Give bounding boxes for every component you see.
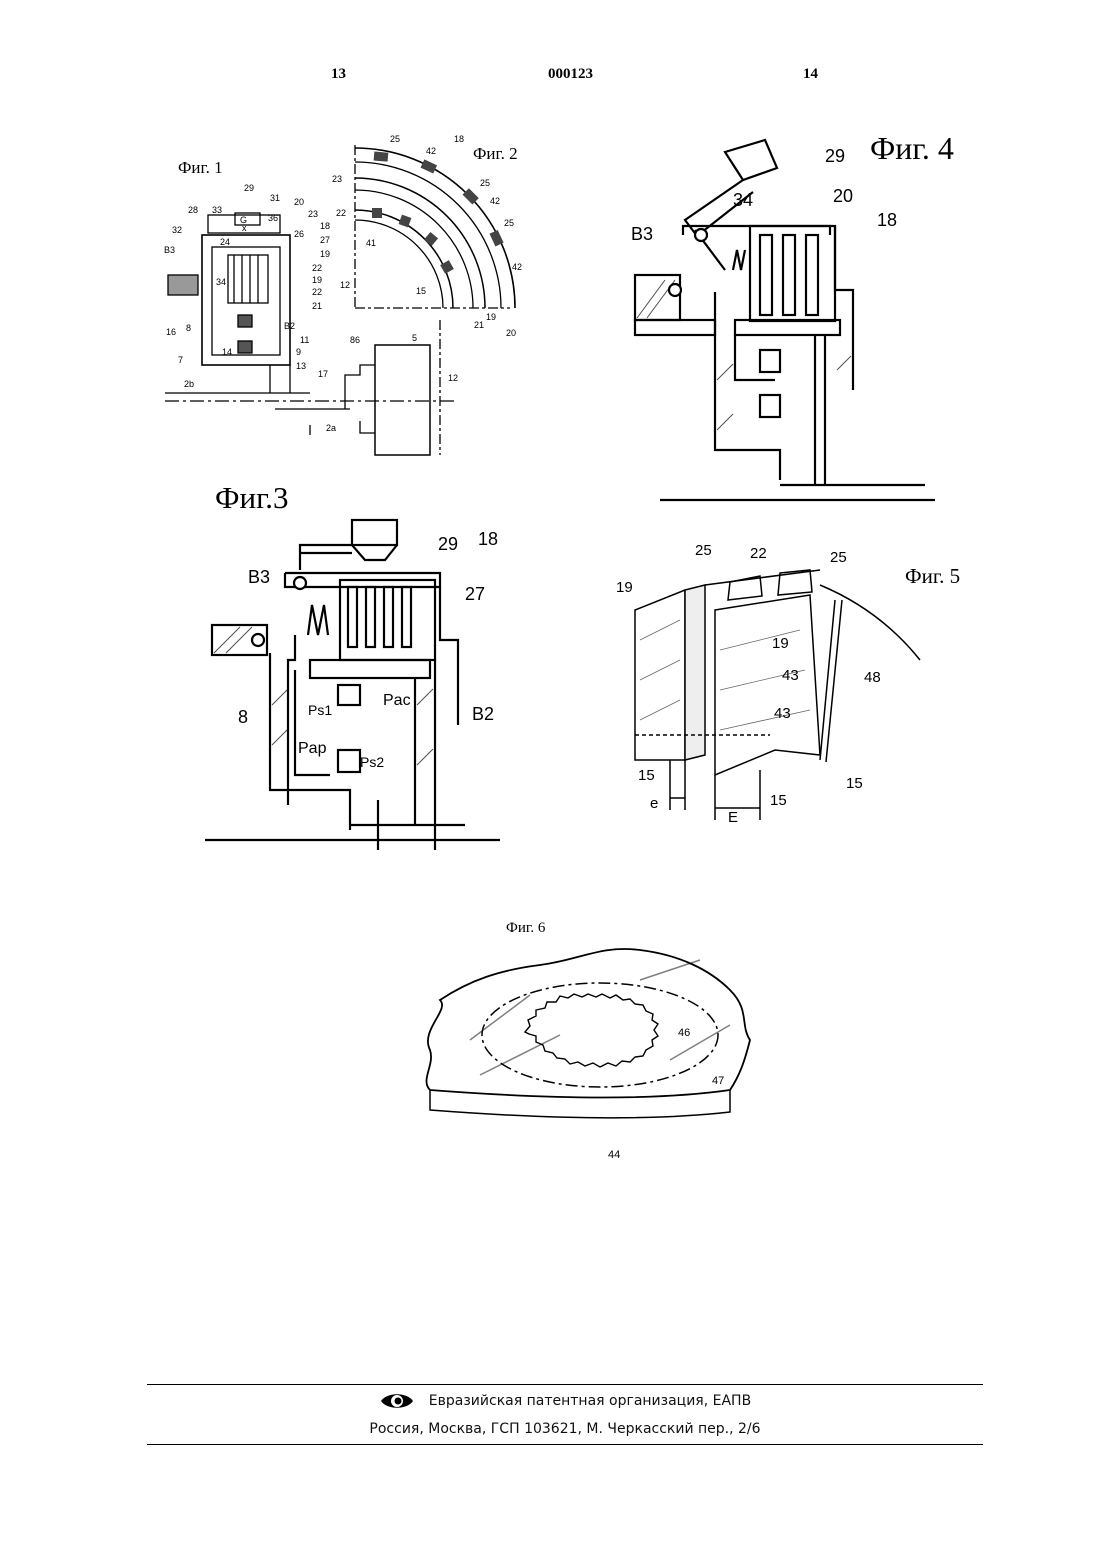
- fig2-label: 21: [474, 320, 484, 330]
- fig1-label: 26: [294, 229, 304, 239]
- fig1-label: 31: [270, 193, 280, 203]
- fig3-label: B3: [248, 567, 270, 587]
- fig1-label: 12: [448, 373, 458, 383]
- fig2-label: 25: [504, 218, 514, 228]
- fig3-drawing: 29 18 B3 27 8 Ps1 Pac B2 Pap Ps2: [200, 505, 510, 850]
- fig3-label: Ps2: [360, 754, 384, 770]
- fig2-label: 18: [454, 134, 464, 144]
- fig1-label: 16: [166, 327, 176, 337]
- fig2-label: 42: [512, 262, 522, 272]
- fig2-label: 22: [336, 208, 346, 218]
- fig1-label: 28: [188, 205, 198, 215]
- fig2-label: 25: [390, 134, 400, 144]
- fig1-label: 2a: [326, 423, 336, 433]
- fig5-label: 15: [846, 775, 863, 792]
- fig6-label: 46: [678, 1027, 690, 1039]
- fig3-label: 29: [438, 534, 458, 554]
- fig2-drawing: 25 42 18 23 25 42 22 25 41 12 15 42 21 1…: [330, 130, 530, 340]
- fig1-label: 22: [312, 263, 322, 273]
- fig2-label: 41: [366, 238, 376, 248]
- fig3-label: 18: [478, 529, 498, 549]
- fig2-label: 15: [416, 286, 426, 296]
- fig4-label: 20: [833, 186, 853, 206]
- fig5-label: 15: [770, 792, 787, 809]
- page-number-left: 13: [331, 66, 346, 83]
- fig5-label: 25: [830, 549, 847, 566]
- fig1-label: 23: [308, 209, 318, 219]
- fig4-label: 29: [825, 146, 845, 166]
- fig1-label: 29: [244, 183, 254, 193]
- fig5-label: 43: [782, 667, 799, 684]
- fig6-label: 44: [608, 1149, 620, 1161]
- fig4-label: 18: [877, 210, 897, 230]
- fig1-label: 27: [320, 235, 330, 245]
- fig2-label: 25: [480, 178, 490, 188]
- fig1-label: 9: [296, 347, 301, 357]
- footer-address: Россия, Москва, ГСП 103621, М. Черкасски…: [147, 1421, 983, 1437]
- fig2-label: 19: [486, 312, 496, 322]
- fig5-label: 19: [772, 635, 789, 652]
- fig5-label: 48: [864, 669, 881, 686]
- fig1-label: 21: [312, 301, 322, 311]
- fig3-label: Pap: [298, 740, 327, 757]
- fig4-label: 34: [733, 190, 753, 210]
- fig1-label: 33: [212, 205, 222, 215]
- fig2-label: 23: [332, 174, 342, 184]
- fig6-label: 47: [712, 1075, 724, 1087]
- fig5-drawing: 25 22 25 19 19 43 43 48 15 15 15 e E: [610, 540, 920, 830]
- fig6-title: Фиг. 6: [506, 920, 545, 937]
- fig1-label: B2: [284, 321, 295, 331]
- fig4-label: B3: [631, 224, 653, 244]
- fig1-label: 24: [220, 237, 230, 247]
- fig2-label: 42: [426, 146, 436, 156]
- fig5-label: 15: [638, 767, 655, 784]
- fig1-label: 14: [222, 347, 232, 357]
- fig6-drawing: 46 47 44: [410, 940, 760, 1160]
- fig5-label: 25: [695, 542, 712, 559]
- fig1-label: 18: [320, 221, 330, 231]
- fig1-label: 13: [296, 361, 306, 371]
- fig1-label: B3: [164, 245, 175, 255]
- fig1-label: 34: [216, 277, 226, 287]
- fig5-label: E: [728, 809, 738, 826]
- fig1-label: 36: [268, 213, 278, 223]
- footer-top-rule: [147, 1384, 983, 1385]
- fig3-label: Ps1: [308, 702, 332, 718]
- fig3-label: B2: [472, 704, 494, 724]
- fig1-label: 11: [300, 335, 309, 345]
- patent-number: 000123: [548, 66, 593, 83]
- footer-organization: Евразийская патентная организация, ЕАПВ: [147, 1390, 983, 1412]
- fig1-label: 19: [320, 249, 330, 259]
- footer-bottom-rule: [147, 1444, 983, 1445]
- fig1-label: x: [242, 223, 247, 233]
- page-number-right: 14: [803, 66, 818, 83]
- fig1-label: 7: [178, 355, 183, 365]
- fig1-label: 8: [186, 323, 191, 333]
- fig4-drawing: 29 34 20 18 B3: [625, 140, 945, 515]
- fig5-label: 43: [774, 705, 791, 722]
- fig3-label: 27: [465, 584, 485, 604]
- fig2-label: 42: [490, 196, 500, 206]
- fig1-label: 19: [312, 275, 322, 285]
- fig1-label: 20: [294, 197, 304, 207]
- fig3-label: 8: [238, 707, 248, 727]
- fig1-label: 22: [312, 287, 322, 297]
- fig1-label: 2b: [184, 379, 194, 389]
- fig5-label: e: [650, 795, 658, 812]
- eapo-eye-logo-icon: [379, 1390, 415, 1412]
- fig1-label: 17: [318, 369, 328, 379]
- fig5-label: 22: [750, 545, 767, 562]
- organization-name: Евразийская патентная организация, ЕАПВ: [429, 1393, 751, 1409]
- fig2-label: 20: [506, 328, 516, 338]
- fig2-label: 12: [340, 280, 350, 290]
- fig5-label: 19: [616, 579, 633, 596]
- fig3-label: Pac: [383, 692, 411, 709]
- fig1-label: 32: [172, 225, 182, 235]
